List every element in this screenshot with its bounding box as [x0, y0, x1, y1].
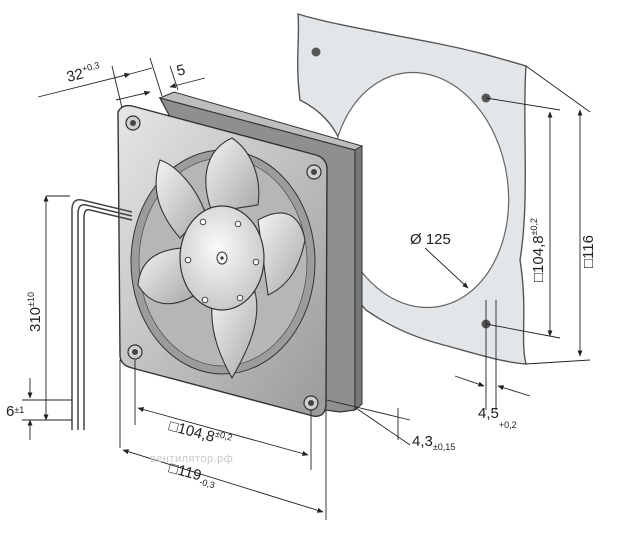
label-hole-spacing-tol: ±0,2	[214, 429, 233, 443]
svg-text:4,3±0,15: 4,3±0,15	[412, 433, 455, 452]
label-panel-size: □116	[580, 235, 597, 268]
fan-blade	[205, 137, 260, 213]
label-depth: 32+0,3	[65, 60, 103, 86]
label-flange: 5	[175, 61, 187, 80]
label-depth-tol: +0,3	[81, 60, 101, 74]
label-strip-tol: ±1	[14, 405, 24, 415]
watermark: вентилятор.рф	[150, 453, 233, 465]
label-hole-spacing-main: □104,8	[167, 417, 216, 445]
label-cable-tol: ±10	[26, 292, 36, 307]
label-strip-main: 6	[6, 403, 14, 420]
fan-impeller	[137, 137, 306, 380]
fan-blade	[211, 291, 258, 380]
svg-text:6±1: 6±1	[6, 403, 24, 420]
label-hole-dia: 4,5+0,2	[478, 405, 517, 430]
fan-cable	[71, 198, 133, 430]
svg-text:310±10: 310±10	[26, 292, 44, 332]
label-hole-dia-tol: +0,2	[499, 420, 517, 430]
label-panel-spacing: □104,8±0,2	[529, 218, 547, 282]
label-hole-dia-main: 4,5	[478, 405, 499, 422]
label-opening: Ø 125	[410, 231, 451, 248]
svg-text:32+0,3: 32+0,3	[65, 60, 103, 86]
label-strip: 6±1	[6, 403, 24, 420]
label-panel-spacing-main: □104,8	[530, 235, 547, 282]
label-size-tol: -0,3	[198, 477, 216, 491]
label-plate-offset-main: 4,3	[412, 433, 433, 450]
fan-blade	[257, 212, 306, 296]
panel-hole-top-left	[311, 47, 321, 57]
svg-text:4,5+0,2: 4,5+0,2	[478, 405, 517, 430]
label-cable: 310±10	[26, 292, 44, 332]
svg-text:□104,8±0,2: □104,8±0,2	[529, 218, 547, 282]
fan-blade	[155, 159, 206, 239]
label-plate-offset: 4,3±0,15	[412, 433, 455, 452]
label-hole-spacing: □104,8±0,2	[167, 416, 234, 450]
label-panel-spacing-tol: ±0,2	[529, 218, 539, 235]
label-plate-offset-tol: ±0,15	[433, 442, 455, 452]
dimension-lines	[22, 57, 591, 520]
fan-hub	[179, 205, 265, 311]
svg-text:□104,8±0,2: □104,8±0,2	[167, 416, 234, 450]
label-depth-main: 32	[65, 65, 85, 86]
label-cable-main: 310	[27, 307, 44, 332]
